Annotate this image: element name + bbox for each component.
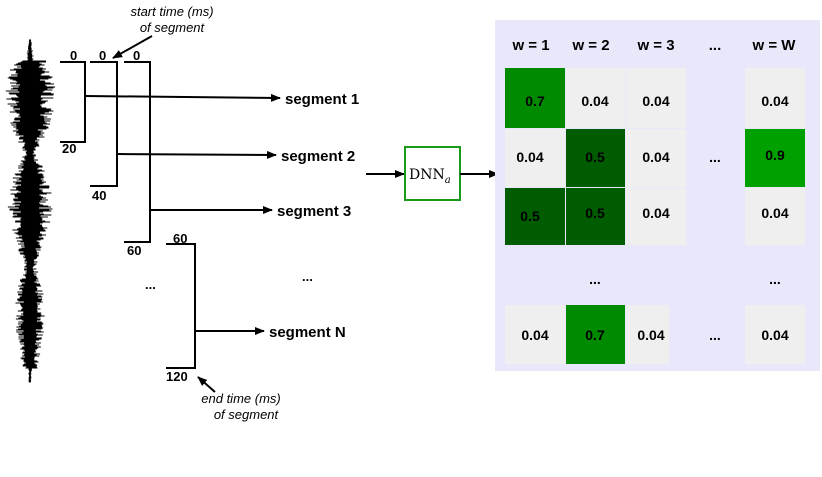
segment-n-label: segment N — [269, 324, 346, 341]
matrix-cell-r2-c5 — [745, 129, 805, 187]
matrix-value-r5-c5: 0.04 — [761, 327, 788, 343]
matrix-cell-r2-c3 — [626, 129, 686, 187]
matrix-value-r3-c5: 0.04 — [761, 205, 788, 221]
segment-3-label: segment 3 — [277, 203, 351, 220]
segment-1-arrow — [84, 93, 281, 102]
segment-bracket-3 — [124, 61, 151, 243]
segment-bracket-1 — [60, 61, 86, 143]
start-time-arrow — [112, 35, 153, 59]
start-time-note-line2: of segment — [140, 20, 206, 35]
matrix-cell-r1-c1 — [505, 68, 565, 128]
tick-s2-start: 0 — [99, 48, 106, 63]
matrix-cell-r2-c1 — [505, 129, 565, 187]
matrix-value-r3-c3: 0.04 — [642, 205, 669, 221]
matrix-row-ellipsis-c2: ... — [589, 271, 601, 287]
end-time-note-line2: of segment — [214, 407, 280, 422]
matrix-cell-r2-c2 — [566, 129, 625, 187]
matrix-value-r2-c3: 0.04 — [642, 149, 669, 165]
tick-s3-end: 60 — [127, 243, 141, 258]
matrix-header-w2: w = 2 — [571, 37, 609, 54]
matrix-cell-r3-c5 — [745, 188, 805, 245]
matrix-cell-r5-c1 — [505, 305, 565, 364]
segment-2-label: segment 2 — [281, 148, 355, 165]
matrix-value-r2-c1: 0.04 — [516, 149, 543, 165]
matrix-value-r5-c4: ... — [709, 327, 721, 343]
matrix-cell-r5-c3 — [626, 305, 669, 364]
matrix-value-r5-c2: 0.7 — [585, 327, 605, 343]
matrix-header-ellipsis: ... — [709, 37, 722, 54]
tick-s2-end: 40 — [92, 188, 106, 203]
start-time-note-line1: start time (ms) — [130, 4, 213, 19]
matrix-row-ellipsis-c5: ... — [769, 271, 781, 287]
tick-s3-start: 0 — [133, 48, 140, 63]
matrix-value-r5-c1: 0.04 — [521, 327, 548, 343]
end-time-note-line1: end time (ms) — [201, 391, 280, 406]
waveform-trace — [5, 39, 56, 383]
matrix-cell-r5-c2 — [566, 305, 625, 364]
matrix-cell-r5-c5 — [745, 305, 805, 364]
matrix-cell-r1-c5 — [745, 68, 805, 128]
matrix-value-r3-c2: 0.5 — [585, 205, 605, 221]
matrix-cell-r1-c2 — [566, 68, 625, 128]
matrix-value-r1-c1: 0.7 — [525, 93, 545, 109]
matrix-cell-r3-c1 — [505, 188, 565, 245]
audio-waveform — [5, 39, 56, 383]
tick-s1-end: 20 — [62, 141, 76, 156]
matrix-value-r2-c4: ... — [709, 149, 721, 165]
segment-bracket-2 — [90, 61, 118, 187]
matrix-value-r5-c3: 0.04 — [637, 327, 664, 343]
matrix-value-r3-c1: 0.5 — [520, 208, 540, 224]
end-time-arrow — [197, 376, 216, 393]
segment-bracket-n — [166, 243, 196, 369]
matrix-header-w3: w = 3 — [636, 37, 674, 54]
matrix-value-r2-c2: 0.5 — [585, 149, 605, 165]
tick-sn-end: 120 — [166, 369, 188, 384]
matrix-cell-r3-c3 — [626, 188, 686, 245]
matrix-value-r1-c5: 0.04 — [761, 93, 788, 109]
matrix-value-r2-c5: 0.9 — [765, 147, 785, 163]
matrix-header-wW: w = W — [752, 37, 797, 54]
tick-sn-start: 60 — [173, 231, 187, 246]
mid-ellipsis: ... — [302, 269, 313, 284]
matrix-header-w1: w = 1 — [511, 37, 549, 54]
left-ellipsis: ... — [145, 277, 156, 292]
matrix-value-r1-c2: 0.04 — [581, 93, 608, 109]
tick-s1-start: 0 — [70, 48, 77, 63]
segment-2-arrow — [116, 150, 277, 159]
matrix-value-r1-c3: 0.04 — [642, 93, 669, 109]
segment-1-label: segment 1 — [285, 91, 359, 108]
matrix-cell-r1-c3 — [626, 68, 686, 128]
dnn-label: DNNa — [409, 167, 451, 186]
matrix-cell-r3-c2 — [566, 188, 625, 245]
dnn-box — [404, 146, 461, 201]
